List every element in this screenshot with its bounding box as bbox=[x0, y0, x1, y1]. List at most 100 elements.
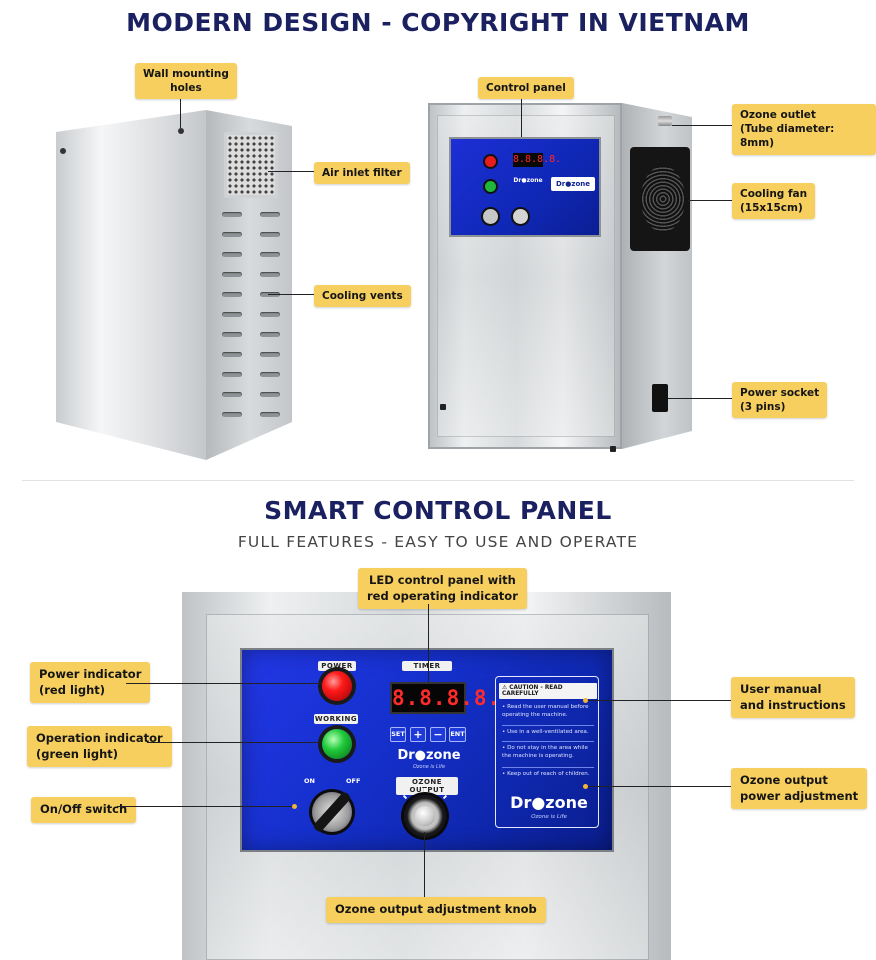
page-title: MODERN DESIGN - COPYRIGHT IN VIETNAM bbox=[126, 8, 750, 37]
leader-line bbox=[586, 786, 731, 787]
set-button[interactable]: SET bbox=[390, 727, 406, 742]
power-label: POWER bbox=[318, 661, 356, 671]
fan-grille-icon bbox=[641, 166, 685, 232]
leader-line bbox=[424, 832, 425, 897]
brand-tagline-large: Ozone is Life bbox=[531, 814, 567, 820]
cooling-vent-slot bbox=[222, 292, 242, 297]
cooling-vent-slot bbox=[222, 372, 242, 377]
leader-dot bbox=[583, 784, 588, 789]
operation-indicator-light bbox=[322, 729, 352, 759]
unit-front-face bbox=[56, 110, 206, 460]
cooling-vent-slot bbox=[260, 312, 280, 317]
brand-logo: Dr●zone bbox=[397, 748, 461, 763]
section-divider bbox=[22, 480, 854, 481]
caution-divider bbox=[502, 741, 594, 742]
cooling-vent-slot bbox=[260, 212, 280, 217]
caution-item: • Use in a well-ventilated area. bbox=[502, 729, 589, 735]
leader-line bbox=[117, 806, 295, 807]
caution-item: • Read the user manual before operating … bbox=[502, 704, 589, 718]
mounting-hole bbox=[178, 128, 184, 134]
leader-line bbox=[672, 125, 732, 126]
callout-power-socket: Power socket (3 pins) bbox=[732, 382, 828, 419]
cooling-vent-slot bbox=[260, 392, 280, 397]
air-filter-grille bbox=[224, 132, 278, 198]
callout-wall-mounting: Wall mounting holes bbox=[135, 63, 237, 100]
user-manual-box bbox=[495, 676, 599, 828]
brand-logo-mini: Dr●zone bbox=[513, 177, 543, 184]
cooling-vent-slot bbox=[260, 252, 280, 257]
power-indicator-light bbox=[322, 671, 352, 701]
plus-button[interactable]: + bbox=[410, 727, 426, 742]
ozone-output-label: OZONE OUTPUT bbox=[396, 777, 458, 795]
switch-on-label: ON bbox=[304, 777, 315, 785]
callout-led-panel: LED control panel with red operating ind… bbox=[358, 568, 527, 610]
callout-ozone-outlet: Ozone outlet (Tube diameter: 8mm) bbox=[732, 104, 876, 155]
unit-foot bbox=[610, 446, 616, 452]
control-panel-small: 8.8.8.8. Dr●zone Dr●zone bbox=[449, 137, 601, 237]
brand-logo-large: Dr●zone bbox=[510, 793, 588, 812]
cooling-vent-slot bbox=[222, 252, 242, 257]
ent-button[interactable]: ENT bbox=[449, 727, 466, 742]
callout-power-indicator: Power indicator (red light) bbox=[30, 662, 151, 704]
caution-divider bbox=[502, 767, 594, 768]
callout-cooling-fan: Cooling fan (15x15cm) bbox=[732, 183, 816, 220]
cooling-vent-slot bbox=[222, 232, 242, 237]
callout-onoff-switch: On/Off switch bbox=[31, 797, 137, 823]
knob-cap-icon bbox=[415, 806, 435, 826]
leader-line bbox=[147, 742, 322, 743]
knob-icon bbox=[513, 209, 528, 224]
leader-dot bbox=[583, 698, 588, 703]
caution-item: • Keep out of reach of children. bbox=[502, 771, 590, 777]
unit-foot bbox=[440, 404, 446, 410]
cooling-vent-slot bbox=[222, 312, 242, 317]
power-led-icon bbox=[485, 156, 496, 167]
brand-logo-small: Dr●zone bbox=[551, 177, 595, 191]
cooling-vent-slot bbox=[260, 372, 280, 377]
minus-button[interactable]: − bbox=[430, 727, 446, 742]
cooling-vent-slot bbox=[260, 332, 280, 337]
callout-control-panel: Control panel bbox=[478, 77, 574, 100]
caution-item: • Do not stay in the area while the mach… bbox=[502, 745, 588, 759]
leader-line bbox=[586, 700, 731, 701]
mini-display: 8.8.8.8. bbox=[513, 153, 562, 167]
switch-off-label: OFF bbox=[346, 777, 361, 785]
callout-operation-indicator: Operation indicator (green light) bbox=[27, 726, 172, 768]
cooling-vent-slot bbox=[222, 272, 242, 277]
leader-line bbox=[180, 96, 181, 128]
mounting-hole bbox=[60, 148, 66, 154]
working-led-icon bbox=[485, 181, 496, 192]
leader-line bbox=[688, 200, 732, 201]
callout-ozone-output-power: Ozone output power adjustment bbox=[731, 768, 868, 810]
cooling-vent-slot bbox=[260, 232, 280, 237]
led-display: 8.8.8.8. bbox=[390, 682, 500, 714]
power-socket-icon bbox=[652, 384, 668, 412]
cooling-vent-slot bbox=[222, 392, 242, 397]
ozone-outlet-nozzle bbox=[658, 116, 672, 126]
section-subtitle: FULL FEATURES - EASY TO USE AND OPERATE bbox=[237, 533, 639, 551]
caution-divider bbox=[502, 725, 594, 726]
leader-line bbox=[428, 604, 429, 682]
cooling-vent-slot bbox=[222, 412, 242, 417]
knob-tick-icon bbox=[424, 788, 426, 792]
cooling-vent-slot bbox=[222, 332, 242, 337]
working-label: WORKING bbox=[314, 714, 358, 724]
switch-icon bbox=[483, 209, 498, 224]
cooling-vent-slot bbox=[260, 352, 280, 357]
cooling-vent-slot bbox=[222, 352, 242, 357]
callout-air-inlet: Air inlet filter bbox=[314, 162, 410, 185]
cooling-vent-slot bbox=[260, 272, 280, 277]
cooling-vent-slot bbox=[222, 212, 242, 217]
leader-line bbox=[268, 294, 314, 295]
callout-user-manual: User manual and instructions bbox=[731, 677, 855, 719]
brand-tagline: Ozone is Life bbox=[412, 764, 446, 770]
leader-line bbox=[668, 398, 732, 399]
callout-adjust-knob: Ozone output adjustment knob bbox=[326, 897, 546, 923]
leader-dot bbox=[292, 804, 297, 809]
leader-line bbox=[521, 95, 522, 137]
callout-cooling-vents: Cooling vents bbox=[314, 285, 411, 308]
timer-label: TIMER bbox=[402, 661, 452, 671]
cooling-vent-slot bbox=[260, 412, 280, 417]
leader-line bbox=[126, 683, 322, 684]
leader-line bbox=[268, 171, 314, 172]
section-title: SMART CONTROL PANEL bbox=[264, 496, 612, 525]
